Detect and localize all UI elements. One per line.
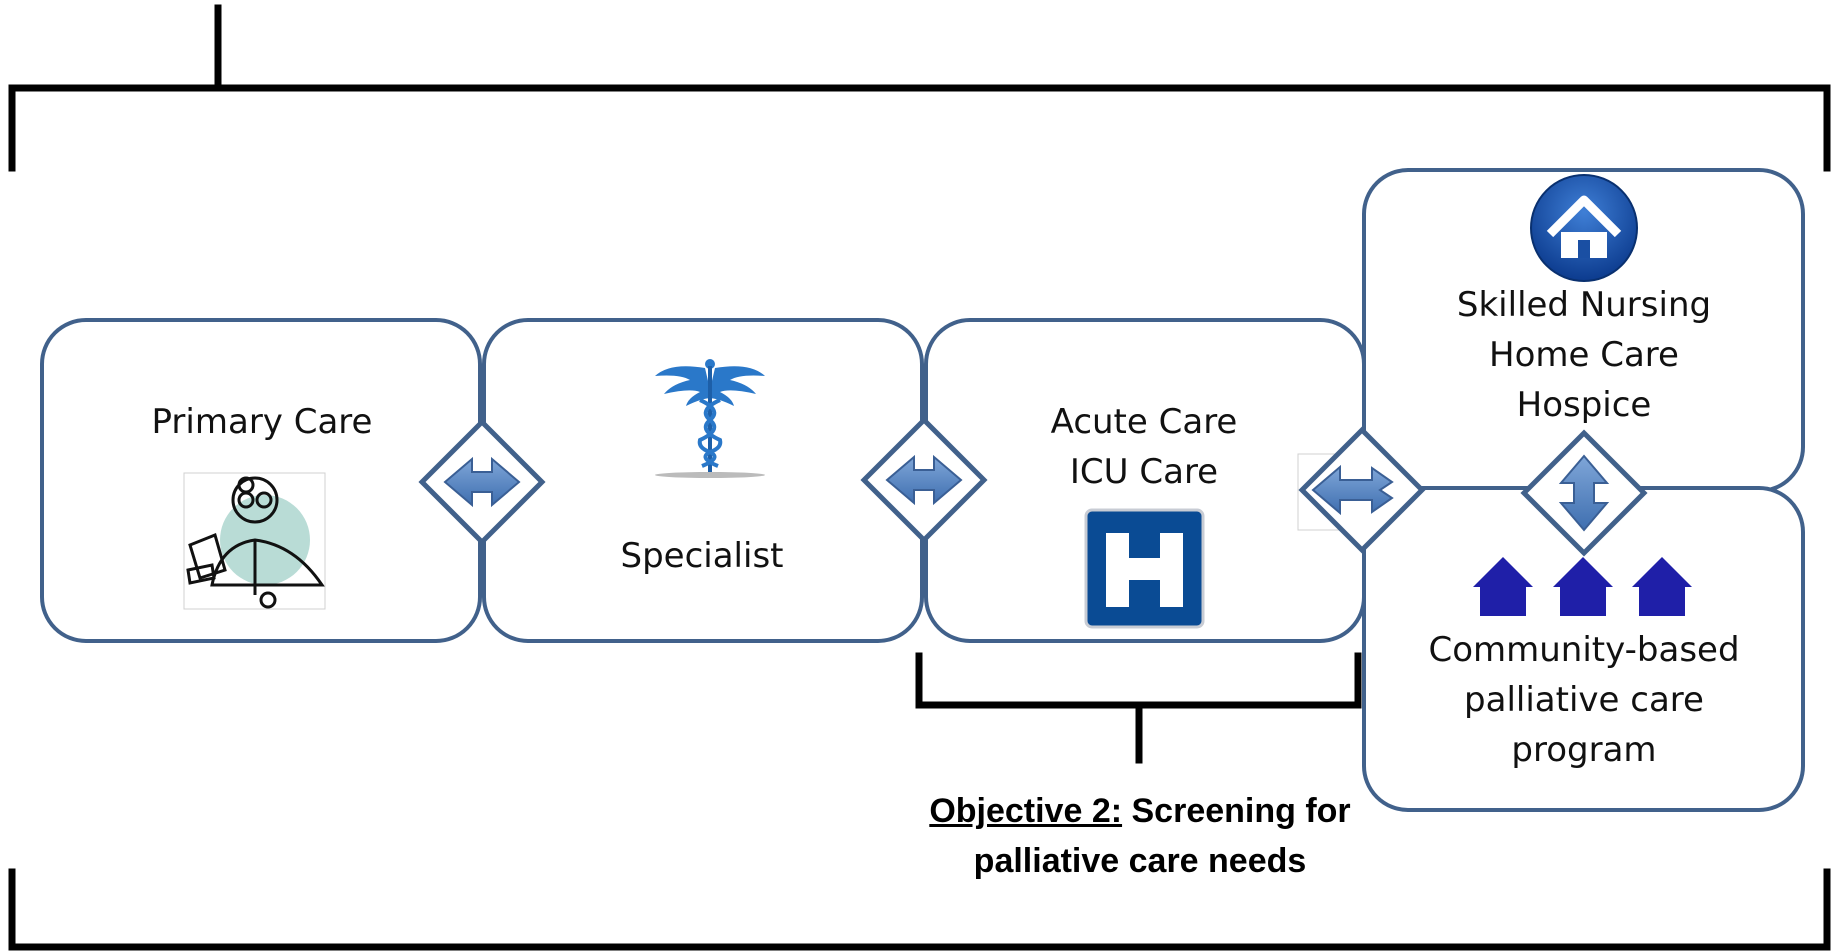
top-bracket bbox=[8, 84, 1831, 172]
specialist-label: Specialist bbox=[620, 536, 784, 576]
objective-prefix: Objective 2: bbox=[929, 792, 1123, 830]
home-circle-icon bbox=[1530, 174, 1638, 282]
community-line-2: palliative care bbox=[1464, 680, 1704, 720]
hospital-h-icon bbox=[1084, 508, 1205, 629]
double-arrow-icon bbox=[860, 416, 988, 544]
objective-2-text: Objective 2: Screening for palliative ca… bbox=[900, 786, 1380, 886]
acute-care-line-2: ICU Care bbox=[1069, 452, 1219, 492]
acute-care-label: Acute Care ICU Care bbox=[994, 397, 1294, 497]
post-acute-line-1: Skilled Nursing bbox=[1456, 285, 1712, 325]
double-arrow-icon bbox=[1297, 426, 1426, 554]
objective-description: Screening for palliative care needs bbox=[973, 792, 1351, 880]
community-label: Community-based palliative care program bbox=[1414, 625, 1754, 775]
bottom-bracket bbox=[8, 868, 1831, 951]
community-line-3: program bbox=[1511, 730, 1657, 770]
double-arrow-icon bbox=[1520, 429, 1648, 557]
houses-icon bbox=[1473, 557, 1692, 616]
community-line-1: Community-based bbox=[1428, 630, 1740, 670]
doctor-icon bbox=[183, 472, 326, 610]
acute-care-line-1: Acute Care bbox=[1050, 402, 1238, 442]
double-arrow-icon bbox=[418, 418, 546, 546]
post-acute-line-3: Hospice bbox=[1516, 385, 1652, 425]
caduceus-icon bbox=[655, 359, 765, 478]
post-acute-label: Skilled Nursing Home Care Hospice bbox=[1434, 280, 1734, 430]
primary-care-label: Primary Care bbox=[151, 402, 373, 442]
post-acute-line-2: Home Care bbox=[1489, 335, 1679, 375]
